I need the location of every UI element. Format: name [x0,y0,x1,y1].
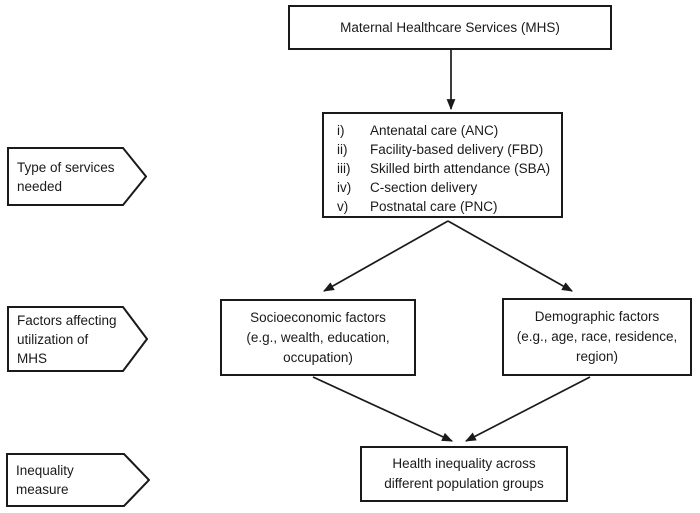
service-item: ii) Facility-based delivery (FBD) [337,140,557,159]
side-label-text: Factors affecting utilization of MHS [17,312,117,366]
health-inequality-box: Health inequality across different popul… [360,446,568,502]
mhs-box-label: Maternal Healthcare Services (MHS) [340,19,560,35]
pentagon-arrow-shape [7,147,147,206]
service-item: v) Postnatal care (PNC) [337,197,557,216]
side-label-type-of-services: Type of services needed [7,147,147,206]
side-label-inequality-measure: Inequality measure [6,453,150,507]
arrow-services-to-demographic [447,220,573,292]
pentagon-arrow-shape [7,306,148,372]
service-item-label: Facility-based delivery (FBD) [370,142,544,157]
service-item-numeral: iv) [337,180,352,195]
health-inequality-box-label: Health inequality across different popul… [384,456,544,491]
side-label-factors-affecting: Factors affecting utilization of MHS [7,306,148,372]
side-label-text: Type of services needed [17,159,115,194]
service-item-numeral: iii) [337,161,351,176]
service-item-numeral: v) [337,199,349,214]
service-item-label: C-section delivery [370,180,478,195]
service-item-numeral: i) [337,123,345,138]
socioeconomic-box-label: Socioeconomic factors (e.g., wealth, edu… [246,309,390,365]
socioeconomic-box: Socioeconomic factors (e.g., wealth, edu… [220,299,416,376]
arrow-socioeconomic-to-inequality [312,376,453,442]
arrow-services-to-socioeconomic [323,220,449,292]
demographic-box-label: Demographic factors (e.g., age, race, re… [516,309,678,364]
services-box: i) Antenatal care (ANC) ii) Facility-bas… [322,112,563,218]
service-item-label: Skilled birth attendance (SBA) [370,161,551,176]
side-label-text: Inequality measure [16,463,74,497]
pentagon-arrow-shape [6,453,150,507]
mhs-box: Maternal Healthcare Services (MHS) [288,5,612,50]
service-item: iv) C-section delivery [337,178,557,197]
service-item: iii) Skilled birth attendance (SBA) [337,159,557,178]
demographic-box: Demographic factors (e.g., age, race, re… [502,298,692,376]
arrow-demographic-to-inequality [465,376,591,442]
service-item-label: Antenatal care (ANC) [370,123,499,138]
service-item: i) Antenatal care (ANC) [337,121,557,140]
service-item-label: Postnatal care (PNC) [370,199,498,214]
service-item-numeral: ii) [337,142,348,157]
